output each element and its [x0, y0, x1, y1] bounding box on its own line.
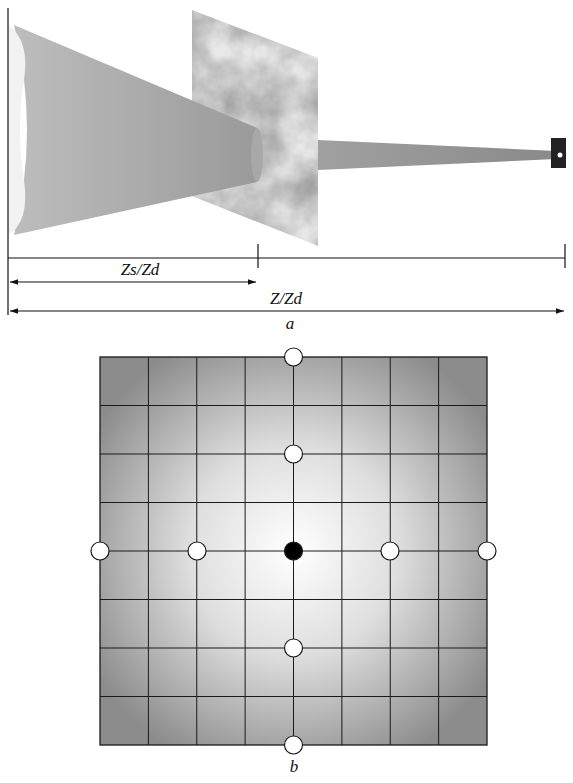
- grid-line: [100, 599, 487, 600]
- distance-label: Zs/Zd: [119, 261, 162, 280]
- grid-line: [438, 357, 439, 745]
- panel-letter: b: [288, 758, 301, 777]
- grid-line: [341, 357, 342, 745]
- distance-label: Z/Zd: [268, 290, 304, 309]
- grid-line: [100, 696, 487, 697]
- panel-letter: a: [284, 315, 297, 334]
